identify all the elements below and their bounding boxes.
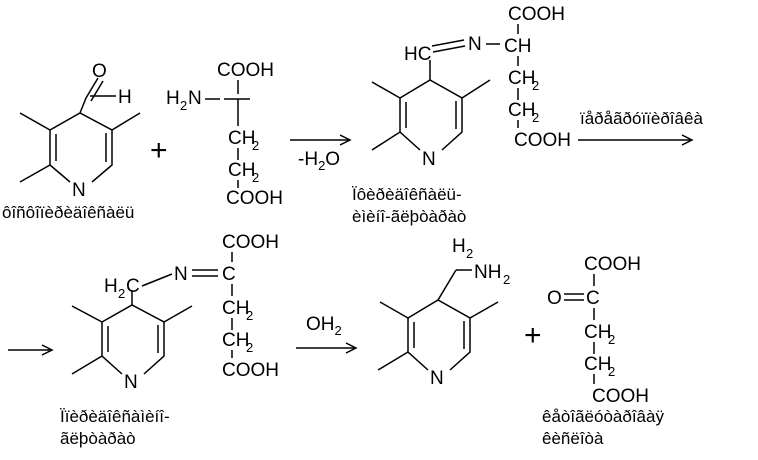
reaction-arrow-1 <box>290 134 352 146</box>
atom-C: C <box>126 276 140 297</box>
atom-HC: HC <box>404 44 431 65</box>
aldimine-structure: HC N CH COOH CH 2 CH 2 COOH N <box>371 4 571 170</box>
atom-CH: CH <box>222 298 249 319</box>
atom-COOH: COOH <box>508 4 565 25</box>
atom-N: N <box>188 88 202 109</box>
subscript-2: 2 <box>466 246 473 261</box>
atom-H: H <box>118 87 132 108</box>
pyridoxamine-structure: H 2 NH 2 N <box>377 236 510 389</box>
atom-CH: CH <box>584 322 611 343</box>
ketimine-structure: H 2 C N C COOH CH 2 CH 2 COOH N <box>71 232 279 393</box>
atom-CH: CH <box>584 354 611 375</box>
caption-intermediate2-line2: ãëþòàðàò <box>60 429 136 448</box>
subscript-2: 2 <box>608 364 615 379</box>
pyridoxamine-methyl-bond <box>469 301 499 319</box>
atom-N: N <box>430 368 444 389</box>
subscript-2: 2 <box>180 98 187 113</box>
ketoglutarate-structure: COOH O C CH 2 CH 2 COOH <box>547 254 649 407</box>
aldimine-cn-double-bond <box>432 45 466 53</box>
atom-CH: CH <box>228 128 255 149</box>
plus-sign: + <box>524 319 542 352</box>
plus-sign: + <box>150 134 168 167</box>
subscript-2: 2 <box>118 286 125 301</box>
pyridoxal-co-bond <box>90 80 104 102</box>
atom-CH: CH <box>508 68 535 89</box>
aldimine-methyl-bond <box>371 81 401 99</box>
caption-pyridoxal: ôîñôîïèðèäîêñàëü <box>2 203 134 222</box>
aldimine-ring-bonds <box>399 98 421 151</box>
ketimine-bond <box>141 273 173 287</box>
glutamate-structure: COOH H 2 N CH 2 CH 2 COOH <box>166 60 283 209</box>
atom-COOH: COOH <box>514 130 571 151</box>
pyridoxal-methyl-bond <box>19 112 51 131</box>
subscript-2: 2 <box>532 78 539 93</box>
atom-CH: CH <box>504 36 531 57</box>
arrow-1-label: -H2O <box>298 149 340 173</box>
pyridoxamine-ch2-bond <box>437 269 457 301</box>
atom-C: C <box>586 288 600 309</box>
atom-N: N <box>422 149 436 170</box>
pyridoxal-methyl-bond <box>19 164 51 183</box>
atom-COOH: COOH <box>217 60 274 81</box>
caption-intermediate2-line1: Ïïèðèäîêñàìèíî- <box>60 407 170 426</box>
atom-H: H <box>104 276 118 297</box>
atom-CH: CH <box>228 160 255 181</box>
atom-COOH: COOH <box>584 254 641 275</box>
subscript-2: 2 <box>246 308 253 323</box>
continuation-arrow <box>8 344 54 356</box>
subscript-2: 2 <box>246 340 253 355</box>
arrow-2-label: ïåðåãðóïïèðîâêà <box>580 109 703 128</box>
atom-N: N <box>124 372 138 393</box>
pyridoxal-ring-bonds-left <box>49 130 71 183</box>
atom-O: O <box>547 288 562 309</box>
subscript-2: 2 <box>252 138 259 153</box>
subscript-2: 2 <box>503 272 510 287</box>
subscript-2: 2 <box>252 170 259 185</box>
atom-H: H <box>166 88 180 109</box>
ketimine-methyl-bond <box>71 305 103 323</box>
atom-N: N <box>174 264 188 285</box>
pyridoxamine-ring-bonds <box>407 318 429 371</box>
atom-C: C <box>222 264 236 285</box>
atom-COOH: COOH <box>222 232 279 253</box>
atom-H: H <box>452 236 466 257</box>
reaction-arrow-2 <box>578 134 694 146</box>
ketimine-ring-bonds <box>101 322 123 375</box>
atom-COOH: COOH <box>592 386 649 407</box>
atom-N: N <box>468 34 482 55</box>
pyridoxal-co-bond <box>85 77 99 99</box>
pyridoxal-methyl-bond <box>111 112 141 131</box>
pyridoxal-ring-bonds <box>49 112 113 183</box>
atom-COOH: COOH <box>226 188 283 209</box>
subscript-2: 2 <box>532 110 539 125</box>
atom-NH: NH <box>474 262 501 283</box>
ketimine-methyl-bond <box>71 355 103 375</box>
ketimine-methyl-bond <box>163 305 193 323</box>
pyridoxamine-methyl-bond <box>377 351 409 371</box>
pyridoxal-structure: O H N <box>19 61 141 201</box>
aldimine-methyl-bond <box>371 131 401 151</box>
pyridoxal-cho-bond <box>79 97 87 114</box>
atom-O: O <box>92 61 107 82</box>
reaction-arrow-3 <box>296 342 358 354</box>
caption-ketoglutarate-line1: êåòîãëóòàðîâàÿ <box>542 407 664 426</box>
atom-CH: CH <box>222 330 249 351</box>
caption-ketoglutarate-line2: êèñëîòà <box>542 429 604 448</box>
caption-intermediate1-line1: Ïôèðèäîêñàëü- <box>352 185 462 204</box>
subscript-2: 2 <box>608 332 615 347</box>
caption-intermediate1-line2: èìèíî-ãëþòàðàò <box>352 207 466 226</box>
pyridoxamine-methyl-bond <box>379 301 409 319</box>
arrow-3-label: OH2 <box>306 314 342 338</box>
atom-COOH: COOH <box>222 360 279 381</box>
aldimine-cn-double-bond <box>431 39 465 47</box>
atom-CH: CH <box>508 100 535 121</box>
aldimine-methyl-bond <box>461 79 491 99</box>
atom-N: N <box>72 180 86 201</box>
